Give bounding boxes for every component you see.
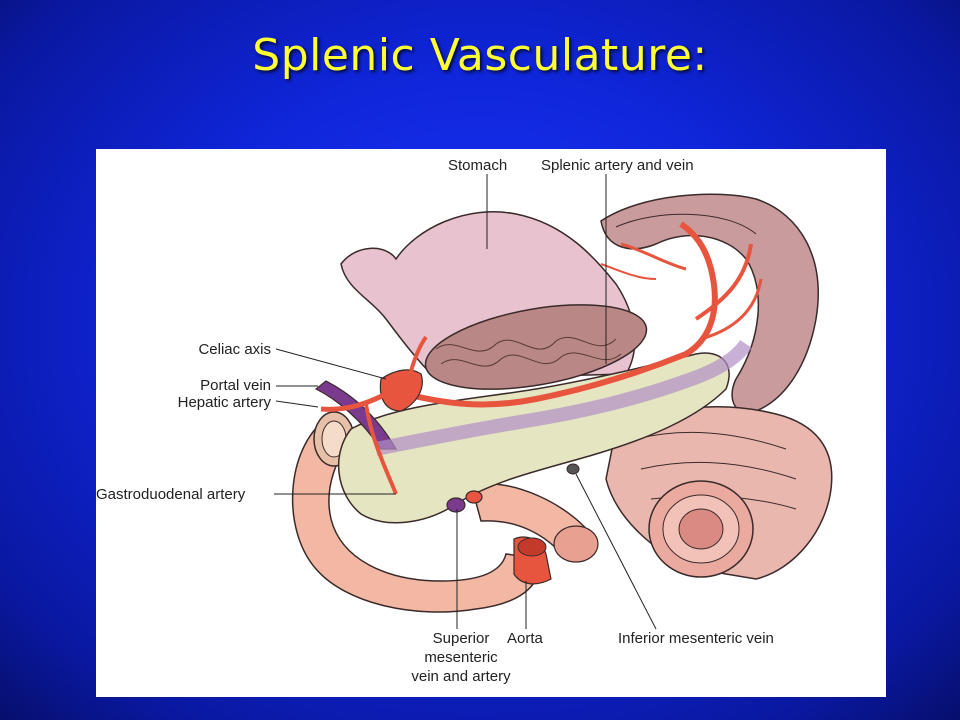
splenic-vein — [374, 339, 752, 456]
inferior-mesenteric-vein-label: Inferior mesenteric vein — [618, 630, 774, 647]
hepatic-artery-label: Hepatic artery — [177, 394, 271, 411]
aorta-label: Aorta — [507, 630, 543, 647]
smv-cut — [446, 497, 466, 513]
splenic-artery-vein-label: Splenic artery and vein — [541, 157, 694, 174]
imv-cut — [566, 463, 580, 475]
portal-vein-label: Portal vein — [200, 377, 271, 394]
sma-cut — [465, 490, 483, 504]
celiac-axis-label: Celiac axis — [198, 341, 271, 358]
gastroduodenal-artery — [364, 403, 398, 495]
sma-smv-label-line2: mesenteric — [424, 649, 498, 666]
gastroduodenal-artery-label: Gastroduodenal artery — [96, 486, 246, 503]
stomach-label: Stomach — [448, 157, 508, 174]
leader-lines — [274, 174, 657, 630]
sma-smv-label-line3: vein and artery — [411, 668, 511, 685]
hepatic-artery — [320, 391, 388, 412]
stomach-mucosa — [424, 304, 648, 390]
slide-title: Splenic Vasculature: — [252, 30, 708, 81]
celiac-axis — [379, 369, 423, 412]
anatomy-figure: Stomach Splenic artery and vein Celiac a… — [96, 149, 886, 697]
splenic-artery — [405, 221, 718, 408]
anatomy-illustration — [274, 174, 833, 630]
sma-smv-label-line1: Superior — [432, 630, 490, 647]
